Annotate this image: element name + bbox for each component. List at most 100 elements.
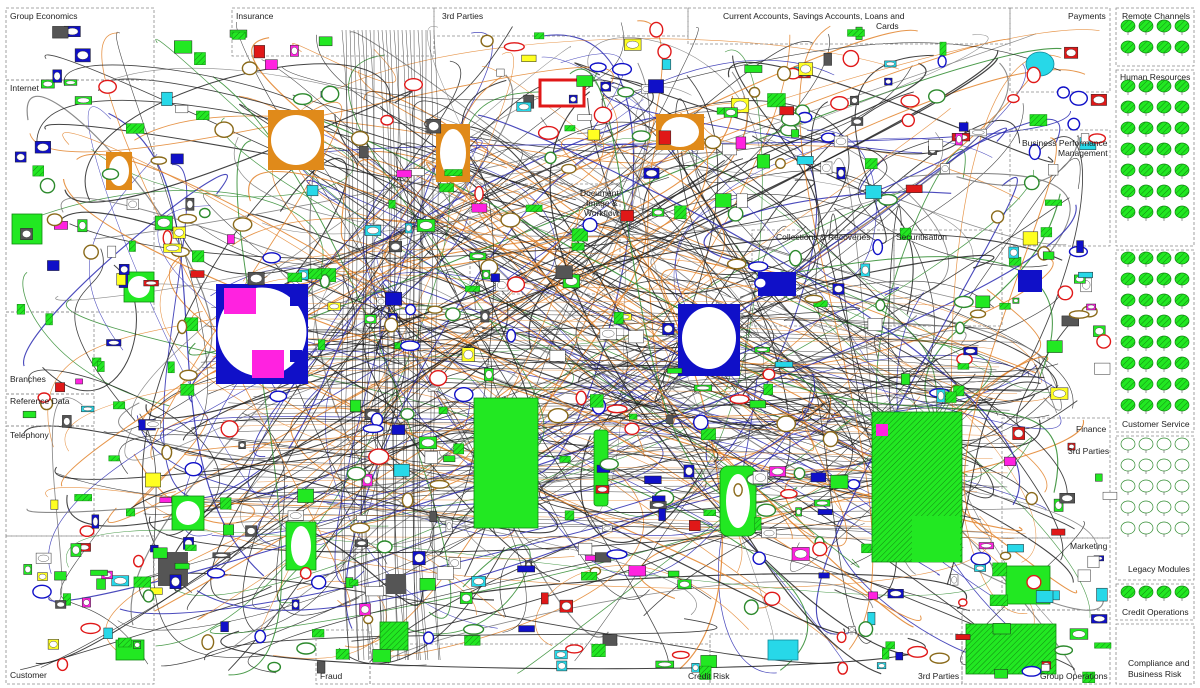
system-component (667, 570, 680, 577)
system-component (992, 623, 1011, 635)
system-component (624, 38, 642, 51)
system-component (81, 597, 91, 608)
connection-line (154, 112, 708, 612)
label-document-2: Image & (586, 198, 618, 208)
system-component (989, 594, 1008, 606)
trunk-line (252, 327, 979, 346)
panel-module-icon (1120, 521, 1136, 537)
system-component (45, 313, 53, 326)
label-branches: Branches (10, 374, 46, 384)
system-component (359, 603, 371, 616)
system-component (1021, 665, 1042, 677)
panel-module-icon (1120, 79, 1136, 95)
connection-line (675, 98, 753, 337)
system-component (955, 321, 965, 335)
system-component (232, 217, 253, 232)
system-component (469, 252, 487, 260)
system-component (541, 592, 549, 605)
system-component (74, 48, 91, 63)
system-component (1086, 303, 1096, 311)
system-component (735, 136, 747, 150)
system-component (847, 478, 861, 490)
panel-module-icon (1120, 142, 1136, 158)
system-component (693, 414, 709, 431)
system-component (600, 81, 611, 92)
connection-line (597, 138, 1057, 393)
system-component (220, 420, 239, 438)
system-component (779, 106, 794, 116)
system-component (1026, 574, 1042, 590)
system-component (715, 193, 732, 208)
system-component (384, 317, 399, 333)
trunk-line (230, 348, 997, 371)
system-component (176, 319, 188, 335)
system-component (957, 363, 970, 370)
system-component (830, 474, 849, 489)
system-component (928, 139, 944, 151)
system-component (1067, 442, 1076, 451)
panel-module-icon (1174, 251, 1190, 267)
system-component (1059, 493, 1075, 504)
system-component (589, 62, 607, 73)
system-component (561, 163, 577, 174)
core-hub-magenta-a (224, 288, 256, 314)
system-component (465, 285, 481, 292)
system-component (700, 655, 717, 668)
system-component (380, 114, 394, 126)
system-component (159, 497, 172, 503)
connection-line (524, 34, 635, 475)
panel-module-icon (1138, 79, 1154, 95)
system-component (559, 456, 571, 463)
system-component (658, 130, 672, 145)
panel-module-icon (1120, 272, 1136, 288)
system-component (516, 101, 532, 112)
connection-line (76, 153, 922, 621)
system-component (416, 219, 436, 232)
system-component (571, 228, 588, 242)
panel-module-icon (1138, 163, 1154, 179)
connection-line (661, 268, 771, 341)
system-component (98, 79, 118, 94)
label-telephony: Telephony (10, 430, 50, 440)
panel-module-icon (1174, 377, 1190, 393)
trunk-line (231, 385, 1022, 392)
system-component (1090, 94, 1107, 106)
system-component (269, 390, 288, 403)
system-component (74, 494, 92, 502)
system-component (820, 132, 837, 143)
system-component (412, 551, 426, 566)
label-3rd-parties-bottom: 3rd Parties (918, 671, 959, 681)
orange-hub-b-circle (440, 129, 466, 177)
connection-line (478, 114, 1021, 506)
system-component (262, 252, 282, 264)
system-component (103, 627, 113, 639)
system-component (884, 60, 897, 68)
trunk-line (236, 520, 964, 549)
system-component (677, 579, 692, 590)
trunk-line (349, 29, 359, 661)
panel-module-icon (1138, 19, 1154, 35)
system-component (77, 219, 88, 233)
system-component (733, 483, 743, 497)
panel-module-icon (1174, 521, 1190, 537)
system-component (643, 167, 660, 179)
blue-securitisation-node (1018, 270, 1042, 292)
connection-line (26, 95, 213, 374)
system-component (591, 643, 606, 657)
connection-line (810, 101, 898, 601)
system-component (858, 621, 874, 638)
trunk-line (259, 337, 987, 342)
system-component (666, 367, 683, 374)
system-component (1057, 285, 1074, 301)
system-component (749, 400, 766, 409)
system-component (265, 59, 278, 70)
connection-line (412, 100, 807, 253)
connection-line (382, 284, 719, 463)
system-component (822, 431, 839, 448)
connection-line (292, 43, 397, 83)
system-component (1008, 256, 1022, 266)
system-component (161, 444, 173, 460)
system-component (1069, 628, 1089, 640)
label-customer-service: Customer Service (1122, 419, 1190, 429)
green-oval-block-inner (726, 474, 750, 528)
